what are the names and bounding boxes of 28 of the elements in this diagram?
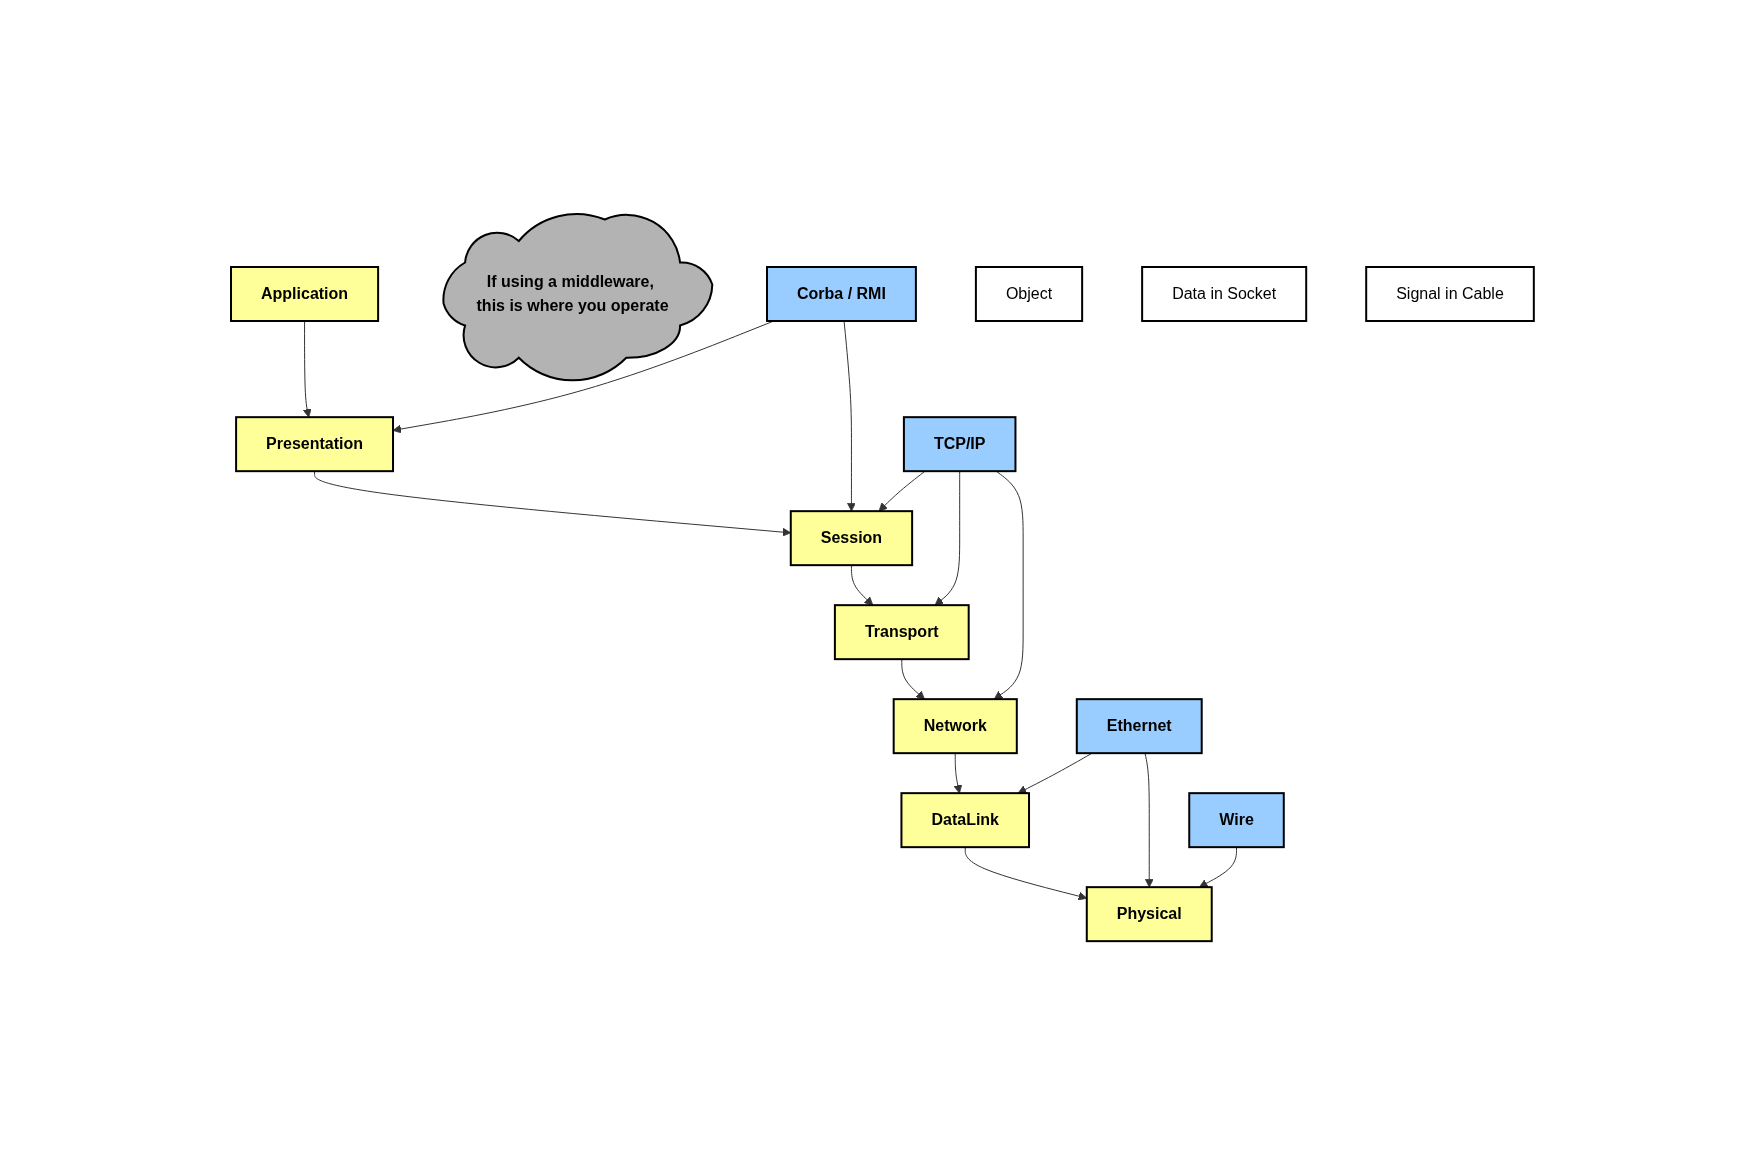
node-box: Wire [1187, 792, 1285, 849]
node-box: Ethernet [1075, 698, 1203, 755]
arrow [850, 564, 873, 606]
arrow [953, 752, 962, 794]
node-box: Signal in Cable [1364, 265, 1535, 322]
node-box: Transport [833, 604, 970, 661]
arrow [1198, 846, 1237, 888]
node-box: TCP/IP [902, 416, 1017, 473]
arrow [993, 470, 1024, 700]
node-box: Presentation [234, 416, 394, 473]
node-box: Corba / RMI [765, 265, 917, 322]
node-box: Data in Socket [1140, 265, 1307, 322]
node-box: Physical [1085, 886, 1213, 943]
node-box: Network [892, 698, 1018, 755]
arrow [1144, 752, 1154, 888]
arrow [313, 470, 791, 537]
arrow [934, 470, 960, 606]
arrow [964, 846, 1087, 901]
node-box: Application [229, 265, 379, 322]
arrow [843, 320, 856, 512]
arrow [878, 470, 926, 512]
node-box: DataLink [900, 792, 1030, 849]
node-box: Session [789, 510, 913, 567]
arrow [302, 320, 312, 418]
arrow [900, 658, 925, 700]
arrow [392, 320, 774, 434]
arrow [1017, 752, 1093, 794]
node-box: Object [974, 265, 1083, 322]
